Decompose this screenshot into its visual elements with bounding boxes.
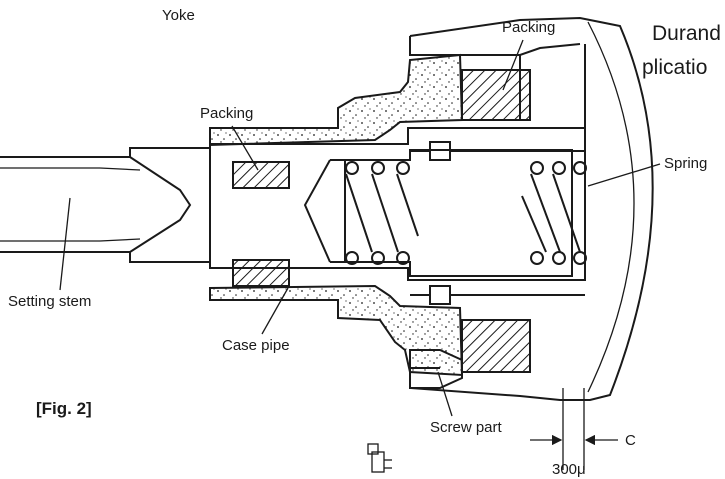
cropped-text-line2: plicatio [642, 56, 707, 79]
label-spring: Spring [664, 155, 707, 172]
clearance-dimension: C 300μ [530, 388, 636, 478]
leader-screw-part [437, 371, 453, 417]
label-clearance-value: 300μ [552, 461, 586, 478]
leader-setting-stem [59, 197, 71, 291]
setting-stem [0, 156, 192, 253]
packing-inner-bottom [232, 259, 290, 287]
label-yoke: Yoke [162, 7, 195, 24]
label-clearance-c: C [625, 432, 636, 449]
label-setting-stem: Setting stem [8, 293, 91, 310]
label-packing-inner: Packing [200, 105, 253, 122]
figure-label: [Fig. 2] [36, 399, 92, 418]
detail-square-bottom [429, 285, 451, 305]
screw-part [409, 349, 463, 389]
leader-packing-top [502, 39, 524, 91]
packing-bottom-outer [461, 319, 531, 373]
leader-packing-inner [231, 125, 259, 171]
leader-spring [587, 163, 661, 187]
spring [344, 160, 587, 265]
case-pipe-bottom [209, 284, 464, 377]
label-screw-part: Screw part [430, 419, 503, 436]
crown-shaft [129, 127, 586, 281]
packing-inner-top [232, 161, 290, 189]
cropped-text-line1: Durand [652, 22, 721, 45]
leader-case-pipe [261, 287, 289, 335]
packing-top-outer [461, 69, 531, 121]
crown-thumbnail-icon [367, 443, 392, 473]
label-case-pipe: Case pipe [222, 337, 290, 354]
label-packing-top: Packing [502, 19, 555, 36]
case-pipe-top [209, 53, 464, 147]
